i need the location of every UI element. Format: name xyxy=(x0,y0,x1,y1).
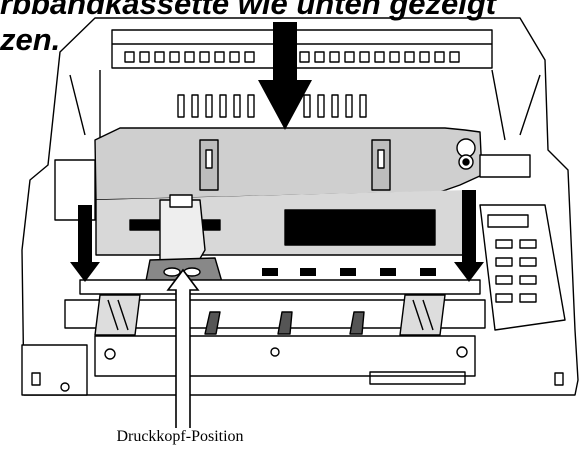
tractor-right xyxy=(399,294,446,336)
tractor-left xyxy=(94,294,141,336)
arrows xyxy=(70,22,484,282)
paper-feet xyxy=(204,311,365,335)
pointer-arrow-icon xyxy=(166,268,200,428)
control-panel xyxy=(479,204,566,331)
arrow-down-left-icon xyxy=(70,205,100,282)
platen xyxy=(79,279,481,295)
instruction-heading: rbbandkassette wie unten gezeigt zen. xyxy=(0,0,581,58)
arrow-down-right-icon xyxy=(454,190,484,282)
comb-teeth xyxy=(177,94,367,118)
heading-line-2: zen. xyxy=(0,22,61,57)
ribbon-cassette xyxy=(94,127,483,201)
arrow-down-center-icon xyxy=(258,22,312,130)
paper-guide-slots xyxy=(124,51,460,63)
heading-line-1: rbbandkassette wie unten gezeigt xyxy=(0,0,497,21)
print-head xyxy=(159,199,206,263)
figure-caption: Druckkopf-Position xyxy=(116,428,244,445)
